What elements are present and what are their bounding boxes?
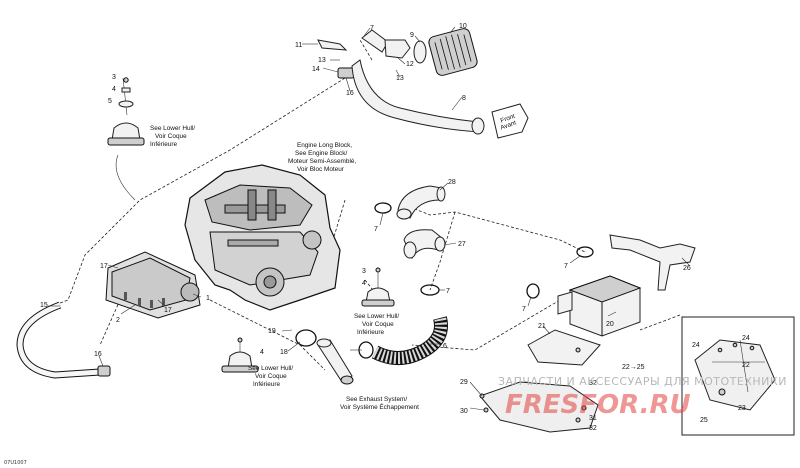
callout-10: 10	[459, 23, 467, 30]
air-intake-assembly	[317, 28, 529, 139]
watermark: ЗАПЧАСТИ И АКСЕССУАРЫ ДЛЯ МОТОТЕХНИКИ FR…	[498, 375, 787, 420]
callout-22: 22	[742, 362, 750, 369]
note-line: See Lower Hull/	[248, 365, 293, 372]
callout-20: 20	[606, 321, 614, 328]
intake-manifold	[105, 251, 201, 319]
callout-24-left: 24	[692, 342, 700, 349]
heat-shield-plate	[527, 329, 601, 366]
callout-16-top: 16	[346, 90, 354, 97]
callout-32-top: 32	[589, 380, 597, 387]
engine-long-block	[184, 164, 341, 311]
note-line: Moteur Semi-Assemblé,	[288, 158, 356, 165]
note-line: Inférieure	[357, 329, 384, 336]
callout-4-top: 4	[112, 86, 116, 93]
corrugated-hose	[371, 316, 448, 365]
note-lower-hull-bottom: See Lower Hull/ Voir Coque Inférieure	[248, 365, 293, 388]
callout-26: 26	[683, 265, 691, 272]
callout-24-right: 24	[742, 335, 750, 342]
engine-mount-lower-left	[221, 337, 259, 373]
callout-17-left: 17	[100, 263, 108, 270]
callout-22-to-25: 22→25	[622, 364, 645, 371]
support-bracket	[609, 234, 696, 291]
note-line: See Lower Hull/	[354, 313, 399, 320]
callout-leaders	[48, 26, 691, 411]
intercooler	[557, 275, 642, 337]
watermark-logo: FRESFOR.RU	[505, 390, 691, 420]
note-line: Voir Coque	[362, 321, 394, 328]
callout-9: 9	[410, 32, 414, 39]
callout-27: 27	[458, 241, 466, 248]
note-line: See Engine Block/	[295, 150, 347, 157]
reference-code: 07U1007	[4, 460, 27, 466]
note-line: Voir Bloc Moteur	[297, 166, 345, 173]
callout-19: 19	[268, 328, 276, 335]
callout-7-mid: 7	[374, 226, 378, 233]
callout-16-left: 16	[94, 351, 102, 358]
callout-13-top: 13	[318, 57, 326, 64]
note-line: Inférieure	[150, 141, 177, 148]
callout-7-right: 7	[564, 263, 568, 270]
callout-2: 2	[116, 317, 120, 324]
engine-mount-lower-center	[361, 267, 395, 307]
note-exhaust: See Exhaust System/ Voir Système Échappe…	[340, 396, 419, 411]
note-line: Voir Système Échappement	[340, 402, 419, 411]
callout-17-right: 17	[164, 307, 172, 314]
vent-hose	[16, 301, 111, 379]
callout-14: 14	[312, 66, 320, 73]
callout-13-mid: 13	[396, 75, 404, 82]
callout-32-bottom: 32	[589, 425, 597, 432]
callout-4-lower: 4	[260, 349, 264, 356]
note-line: Voir Coque	[255, 373, 287, 380]
callout-5: 5	[108, 98, 112, 105]
callout-21: 21	[538, 323, 546, 330]
note-engine-block: Engine Long Block, See Engine Block/ Mot…	[288, 142, 356, 173]
callout-18: 18	[280, 349, 288, 356]
callout-8: 8	[462, 95, 466, 102]
note-line: See Exhaust System/	[346, 396, 407, 403]
lower-bracket-assembly	[479, 381, 599, 433]
callout-30: 30	[460, 408, 468, 415]
callout-numbers: 10 9 11 7 12 13 14 13 16 8 3 4 5 28 27 7…	[40, 23, 750, 432]
callout-3-mid: 3	[362, 268, 366, 275]
note-line: Voir Coque	[155, 133, 187, 140]
exhaust-outlet	[316, 338, 354, 385]
engine-mount-upper-left	[107, 77, 145, 201]
detail-inset	[681, 316, 795, 436]
note-line: Engine Long Block,	[297, 142, 352, 149]
callout-31: 31	[589, 415, 597, 422]
callout-7-lower: 7	[446, 288, 450, 295]
callout-25: 25	[700, 417, 708, 424]
note-lower-hull-center: See Lower Hull/ Voir Coque Inférieure	[354, 313, 399, 336]
callout-6: 6	[443, 343, 447, 350]
note-lower-hull-top: See Lower Hull/ Voir Coque Inférieure	[150, 125, 195, 148]
elbow-hoses	[396, 185, 446, 260]
callout-3-top: 3	[112, 74, 116, 81]
callout-23-upper: 23	[738, 405, 746, 412]
note-line: Inférieure	[253, 381, 280, 388]
callout-1: 1	[206, 295, 210, 302]
callout-28: 28	[448, 179, 456, 186]
front-label: Front	[500, 113, 517, 125]
callout-7-top: 7	[370, 25, 374, 32]
watermark-text: ЗАПЧАСТИ И АКСЕССУАРЫ ДЛЯ МОТОТЕХНИКИ	[498, 375, 787, 388]
callout-11: 11	[295, 42, 302, 49]
callout-12: 12	[406, 61, 414, 68]
callout-15: 15	[40, 302, 48, 309]
note-line: See Lower Hull/	[150, 125, 195, 132]
callout-7-intercooler: 7	[522, 306, 526, 313]
callout-29: 29	[460, 379, 468, 386]
callout-4-mid: 4	[362, 280, 366, 287]
